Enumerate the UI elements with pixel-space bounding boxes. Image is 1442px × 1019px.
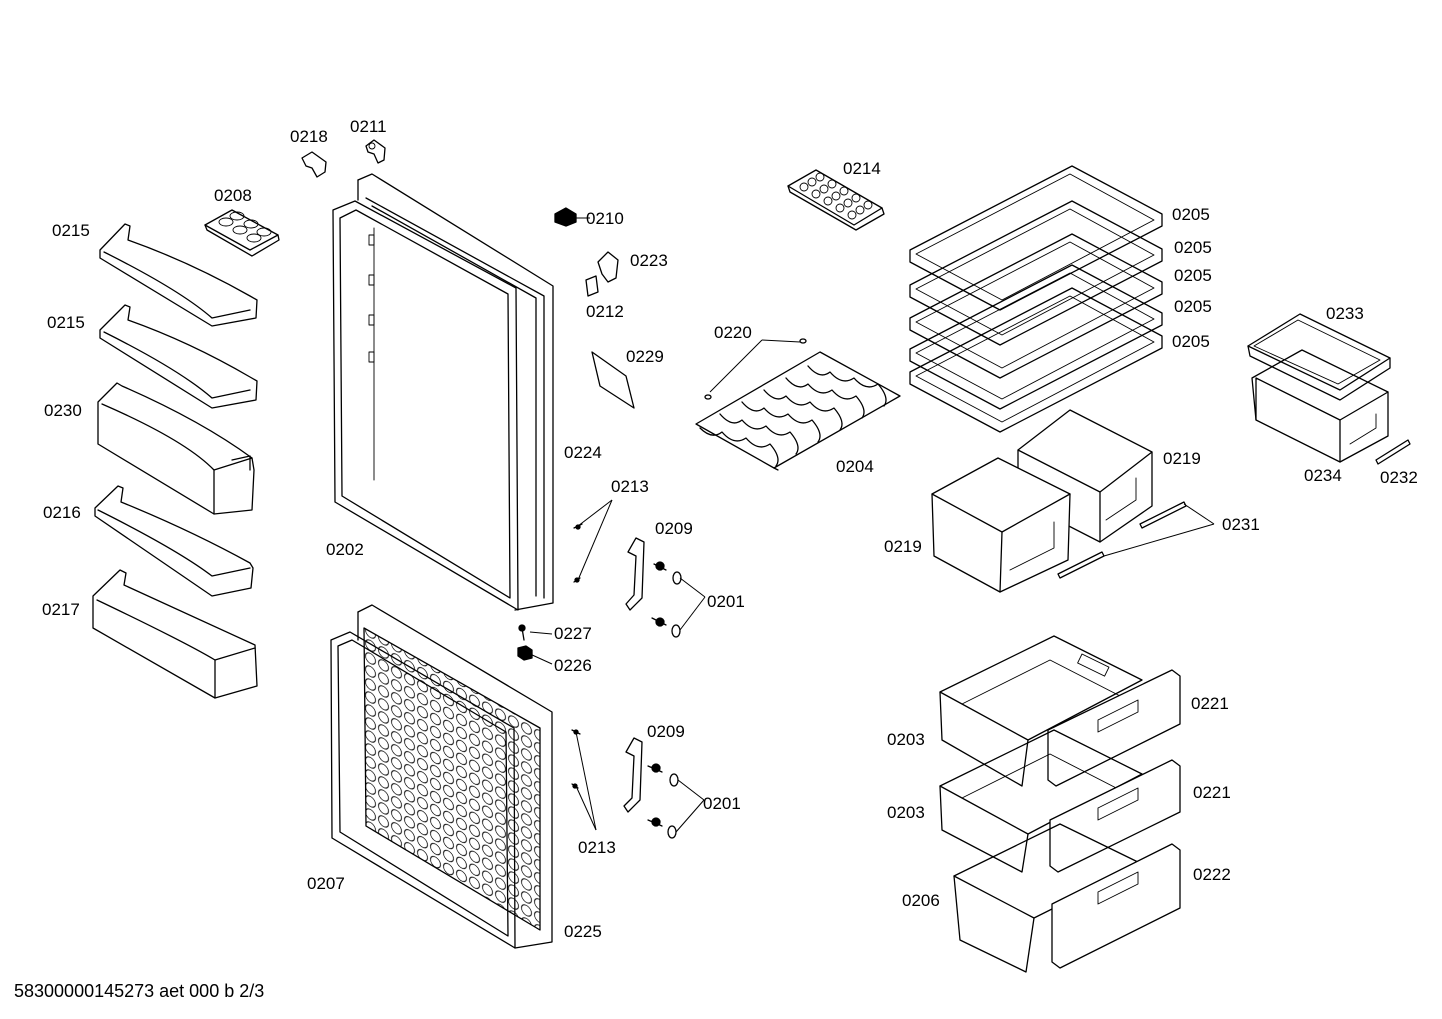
door-bin-0230 <box>97 382 255 515</box>
callout-0221-upper: 0221 <box>1191 694 1229 713</box>
drawer-front-0221-upper <box>1047 669 1181 787</box>
callout-0216: 0216 <box>43 503 81 522</box>
callout-0205-5: 0205 <box>1172 332 1210 351</box>
callout-0203-upper: 0203 <box>887 730 925 749</box>
callout-0231: 0231 <box>1222 515 1260 534</box>
drawing-reference-code: 58300000145273 aet 000 b 2/3 <box>14 981 265 1001</box>
screws-0201-upper <box>651 561 682 638</box>
callout-0222: 0222 <box>1193 865 1231 884</box>
rating-plate-0229 <box>591 351 635 409</box>
callout-0225: 0225 <box>564 922 602 941</box>
screws-0201-lower <box>647 763 679 839</box>
bracket-0223 <box>597 251 619 283</box>
wine-rack-0204 <box>695 351 901 471</box>
callout-0217: 0217 <box>42 600 80 619</box>
screw-0227 <box>518 624 526 641</box>
callout-0206: 0206 <box>902 891 940 910</box>
callout-0230: 0230 <box>44 401 82 420</box>
callout-0213-lower: 0213 <box>578 838 616 857</box>
fridge-door-0224 <box>357 173 554 611</box>
callout-0227: 0227 <box>554 624 592 643</box>
callout-0209-upper: 0209 <box>655 519 693 538</box>
leader-lines <box>529 217 1215 833</box>
callout-0212: 0212 <box>586 302 624 321</box>
callout-0223: 0223 <box>630 251 668 270</box>
callout-0221-lower: 0221 <box>1193 783 1231 802</box>
callout-0220: 0220 <box>714 323 752 342</box>
egg-tray-0208 <box>204 209 280 257</box>
callout-0205-1: 0205 <box>1172 205 1210 224</box>
callout-0229: 0229 <box>626 347 664 366</box>
callout-0208: 0208 <box>214 186 252 205</box>
hinge-part-0211 <box>365 139 386 164</box>
screws-0213-lower <box>571 729 581 789</box>
spacer-0226 <box>517 645 533 661</box>
compartment-lid-0233 <box>1247 313 1391 401</box>
callout-0214: 0214 <box>843 159 881 178</box>
door-shelf-0215-upper <box>99 223 258 327</box>
callout-0213-upper: 0213 <box>611 477 649 496</box>
drawer-0203-upper <box>939 635 1143 787</box>
door-shelf-0215-lower <box>99 304 258 409</box>
drawer-front-0221-lower <box>1049 759 1181 873</box>
drawer-0203-lower <box>939 729 1143 873</box>
door-bin-0217 <box>92 569 258 699</box>
callout-0205-2: 0205 <box>1174 238 1212 257</box>
callout-0210: 0210 <box>586 209 624 228</box>
callout-0215-upper: 0215 <box>52 221 90 240</box>
door-shelf-0216 <box>94 485 254 597</box>
handle-0209-upper <box>625 537 645 611</box>
callout-0203-lower: 0203 <box>887 803 925 822</box>
compartment-box-0234 <box>1251 349 1389 463</box>
callout-0234: 0234 <box>1304 466 1342 485</box>
clip-0212 <box>585 275 599 297</box>
rails-0231 <box>1057 501 1187 579</box>
callout-0209-lower: 0209 <box>647 722 685 741</box>
callout-0215-lower: 0215 <box>47 313 85 332</box>
wine-rack-pins-0220 <box>704 338 807 400</box>
bin-0219-front <box>931 457 1071 593</box>
callout-0201-lower: 0201 <box>703 794 741 813</box>
callout-0218: 0218 <box>290 127 328 146</box>
callout-0207: 0207 <box>307 874 345 893</box>
callout-0226: 0226 <box>554 656 592 675</box>
ice-tray-0214 <box>787 169 885 231</box>
callout-0233: 0233 <box>1326 304 1364 323</box>
callout-labels: 0218 0211 0208 0215 0215 0230 0216 0217 … <box>42 117 1418 941</box>
callout-0224: 0224 <box>564 443 602 462</box>
rail-0232 <box>1375 439 1411 465</box>
glass-shelves-0205 <box>909 165 1163 433</box>
fridge-door-seal-0202 <box>332 200 519 611</box>
drawer-front-0222 <box>1051 843 1181 969</box>
hinge-cover-0218 <box>301 151 327 178</box>
freezer-door-seal-0207 <box>330 631 516 949</box>
hinge-0210 <box>554 207 577 227</box>
handle-0209-lower <box>623 737 643 813</box>
callout-0204: 0204 <box>836 457 874 476</box>
callout-0211: 0211 <box>350 117 387 136</box>
callout-0202: 0202 <box>326 540 364 559</box>
callout-0201-upper: 0201 <box>707 592 745 611</box>
callout-0219-front: 0219 <box>884 537 922 556</box>
callout-0219-rear: 0219 <box>1163 449 1201 468</box>
callout-0232: 0232 <box>1380 468 1418 487</box>
callout-0205-3: 0205 <box>1174 266 1212 285</box>
callout-0205-4: 0205 <box>1174 297 1212 316</box>
freezer-door-0225 <box>357 604 553 949</box>
